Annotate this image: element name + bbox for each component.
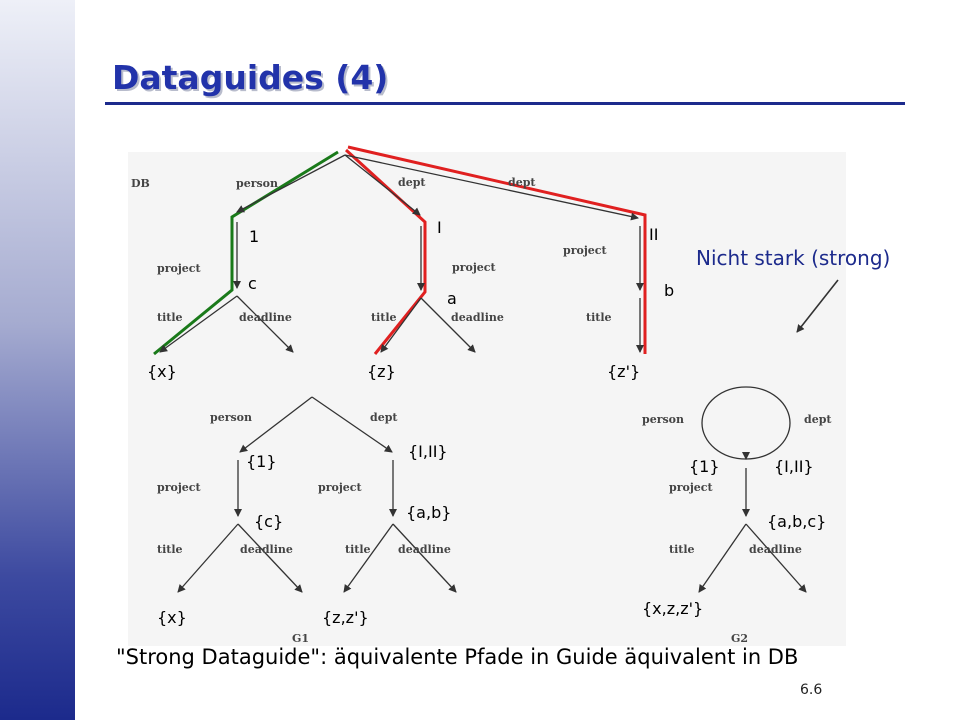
db-edge-label-project3: project — [563, 244, 608, 257]
g1-footer-label: G1 — [292, 632, 309, 645]
g1-edge-title1 — [177, 523, 239, 593]
g2-edge-deadline — [745, 523, 807, 593]
dataguide-figure — [128, 152, 846, 646]
db-node-c: c — [248, 274, 257, 293]
g1-edge-label-person: person — [210, 411, 252, 424]
db-leaf-z: {z} — [367, 362, 396, 381]
g2-node-abc: {a,b,c} — [767, 512, 826, 531]
annotation-not-strong: Nicht stark (strong) — [696, 246, 890, 270]
db-edge-label-title2: title — [371, 311, 397, 324]
g1-edge-person — [239, 396, 313, 453]
g2-loop — [701, 386, 791, 460]
g1-node-ab: {a,b} — [406, 503, 451, 522]
db-node-1: 1 — [249, 227, 259, 246]
db-edge-label-deadline2: deadline — [451, 311, 504, 324]
db-edge-label-title3: title — [586, 311, 612, 324]
g1-edge-label-deadline2: deadline — [398, 543, 451, 556]
g1-node-1: {1} — [246, 452, 277, 471]
db-leaf-zp: {z'} — [607, 362, 640, 381]
red-path-II — [347, 145, 647, 354]
g1-graph: person dept project project title deadli… — [157, 396, 457, 645]
g1-node-zzp: {z,z'} — [322, 608, 369, 627]
g1-node-x: {x} — [157, 608, 187, 627]
g1-edge-label-project1: project — [157, 481, 202, 494]
db-leaf-x: {x} — [147, 362, 177, 381]
db-edge-title2 — [380, 297, 422, 353]
g1-edge-label-deadline1: deadline — [240, 543, 293, 556]
g1-node-I-II: {I,II} — [408, 442, 448, 461]
db-edge-label-deadline1: deadline — [239, 311, 292, 324]
page-number: 6.6 — [800, 682, 823, 698]
title-underline — [105, 102, 905, 105]
db-edge-title1 — [159, 295, 238, 353]
g1-edge-deadline1 — [237, 523, 303, 593]
db-node-a: a — [447, 289, 457, 308]
g2-graph: person dept project title deadline {1} {… — [642, 386, 832, 645]
g1-edge-deadline2 — [392, 523, 457, 593]
g1-edge-dept — [311, 396, 393, 453]
db-edge-label-person: person — [236, 177, 278, 190]
g2-edge-title — [698, 523, 747, 593]
db-edge-label-dept2: dept — [508, 176, 536, 189]
db-edge-dept2 — [344, 154, 639, 221]
db-edge-deadline1 — [236, 295, 294, 353]
g2-node-xzzp: {x,z,z'} — [642, 599, 703, 618]
db-node-I: I — [437, 218, 442, 237]
g2-edge-label-title: title — [669, 543, 695, 556]
db-edge-label-project1: project — [157, 262, 202, 275]
red-path-I — [344, 148, 427, 355]
green-path — [153, 150, 339, 356]
db-edge-label-project2: project — [452, 261, 497, 274]
g2-node-1: {1} — [689, 457, 720, 476]
db-root-label: DB — [131, 177, 150, 190]
g1-edge-title2 — [343, 523, 394, 593]
g2-edge-label-deadline: deadline — [749, 543, 802, 556]
db-edge-label-dept1: dept — [398, 176, 426, 189]
db-edge-deadline2 — [420, 297, 476, 353]
annotation-arrow — [796, 279, 839, 333]
caption: "Strong Dataguide": äquivalente Pfade in… — [116, 645, 799, 669]
g2-edge-label-person: person — [642, 413, 684, 426]
g2-edge-label-dept: dept — [804, 413, 832, 426]
g1-edge-label-title2: title — [345, 543, 371, 556]
g2-node-I-II: {I,II} — [774, 457, 814, 476]
db-node-II: II — [649, 225, 658, 244]
g1-node-c: {c} — [254, 512, 283, 531]
g1-edge-label-title1: title — [157, 543, 183, 556]
db-edge-dept1 — [344, 154, 421, 216]
g2-edge-label-project: project — [669, 481, 714, 494]
g2-footer-label: G2 — [731, 632, 748, 645]
db-node-b: b — [664, 281, 674, 300]
left-gradient-bar — [0, 0, 75, 720]
db-edge-label-title1: title — [157, 311, 183, 324]
g1-edge-label-dept: dept — [370, 411, 398, 424]
db-graph: DB person dept dept project project proj… — [131, 145, 674, 381]
slide-title: Dataguides (4) — [112, 58, 389, 97]
db-edge-person — [236, 154, 346, 213]
g1-edge-label-project2: project — [318, 481, 363, 494]
